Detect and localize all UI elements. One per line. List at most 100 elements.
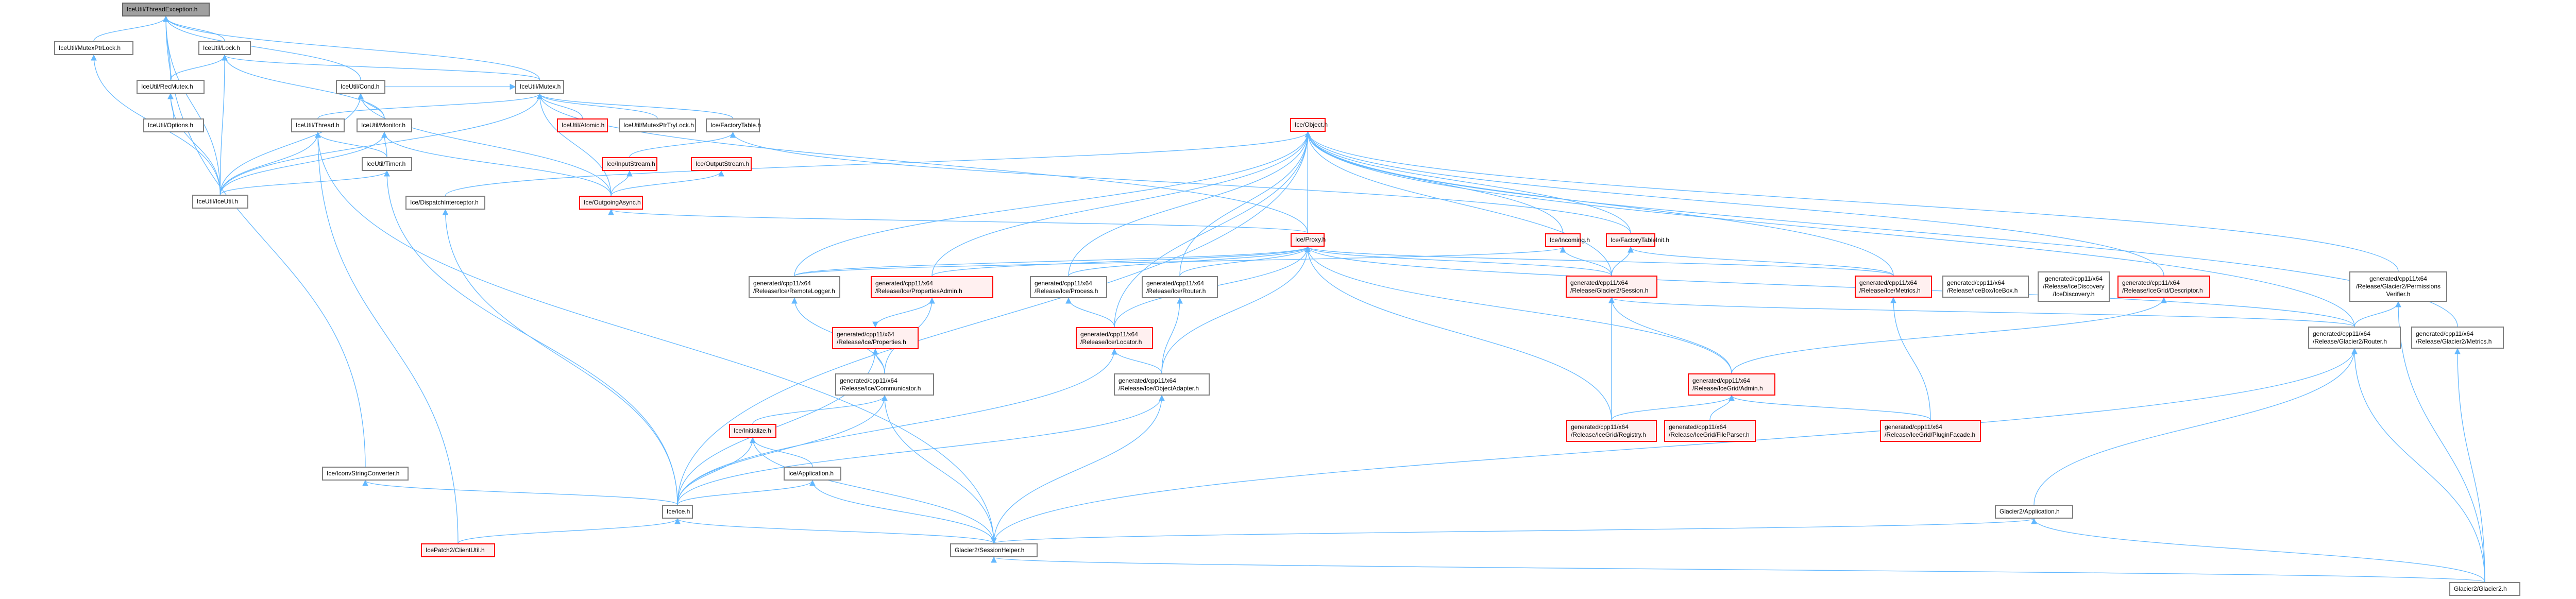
- node-label-line: generated/cpp11/x64: [1669, 423, 1726, 431]
- node-locator[interactable]: generated/cpp11/x64/Release/Ice/Locator.…: [1076, 327, 1153, 349]
- node-mutex[interactable]: IceUtil/Mutex.h: [515, 80, 564, 94]
- node-threadexception[interactable]: IceUtil/ThreadException.h: [122, 3, 210, 16]
- node-label-line: generated/cpp11/x64: [1146, 279, 1204, 287]
- node-initialize[interactable]: Ice/Initialize.h: [729, 424, 776, 438]
- node-object[interactable]: Ice/Object.h: [1290, 118, 1328, 132]
- edge-incoming-to-object: [1304, 131, 1564, 234]
- node-g2session[interactable]: generated/cpp11/x64/Release/Glacier2/Ses…: [1566, 276, 1657, 298]
- edge-monitor-to-lock: [222, 54, 385, 119]
- node-label-line: /Release/Ice/Metrics.h: [1859, 286, 1921, 294]
- node-inputstream[interactable]: Ice/InputStream.h: [602, 157, 657, 171]
- edge-g2router-to-permverifier: [2354, 301, 2401, 327]
- node-recmutex[interactable]: IceUtil/RecMutex.h: [137, 80, 205, 94]
- node-cond[interactable]: IceUtil/Cond.h: [336, 80, 385, 94]
- edge-sessionhelper-to-thread: [315, 131, 994, 544]
- node-icediscovery[interactable]: generated/cpp11/x64/Release/IceDiscovery…: [2038, 271, 2110, 302]
- node-registry[interactable]: generated/cpp11/x64/Release/IceGrid/Regi…: [1566, 420, 1657, 442]
- edge-propertiesadmin-to-properties: [872, 298, 933, 328]
- node-label-line: generated/cpp11/x64: [2045, 275, 2103, 282]
- node-g2router[interactable]: generated/cpp11/x64/Release/Glacier2/Rou…: [2308, 327, 2401, 349]
- node-label-line: generated/cpp11/x64: [1118, 376, 1176, 384]
- node-options[interactable]: IceUtil/Options.h: [143, 118, 204, 132]
- node-label-line: /Release/Glacier2/Metrics.h: [2416, 337, 2492, 345]
- edge-g2session-to-incoming: [1560, 246, 1612, 276]
- edge-iconv-to-threadexception: [163, 15, 366, 467]
- node-label-line: Ice/Proxy.h: [1295, 236, 1326, 243]
- node-icemetrics[interactable]: generated/cpp11/x64/Release/Ice/Metrics.…: [1855, 276, 1932, 298]
- node-communicator[interactable]: generated/cpp11/x64/Release/Ice/Communic…: [835, 373, 934, 396]
- node-router[interactable]: generated/cpp11/x64/Release/Ice/Router.h: [1142, 276, 1218, 298]
- node-factorytable[interactable]: Ice/FactoryTable.h: [706, 118, 761, 132]
- node-objectadapter[interactable]: generated/cpp11/x64/Release/Ice/ObjectAd…: [1114, 373, 1210, 396]
- node-dispatchinterceptor[interactable]: Ice/DispatchInterceptor.h: [405, 196, 485, 210]
- edge-objectadapter-to-router: [1161, 297, 1183, 374]
- node-outputstream[interactable]: Ice/OutputStream.h: [691, 157, 752, 171]
- node-proxy[interactable]: Ice/Proxy.h: [1291, 233, 1326, 247]
- node-lock[interactable]: IceUtil/Lock.h: [198, 41, 251, 55]
- node-glacier2[interactable]: Glacier2/Glacier2.h: [2449, 582, 2520, 596]
- node-label-line: /Release/IceBox/IceBox.h: [1947, 286, 2018, 294]
- node-monitor[interactable]: IceUtil/Monitor.h: [357, 118, 412, 132]
- node-iceutil[interactable]: IceUtil/IceUtil.h: [192, 195, 248, 209]
- node-label-line: Ice/OutgoingAsync.h: [584, 199, 641, 206]
- edge-glacier2-to-g2router: [2351, 348, 2485, 583]
- node-label-line: IceUtil/RecMutex.h: [141, 83, 193, 90]
- edge-options-to-recmutex: [167, 93, 174, 119]
- edge-g2router-to-object: [1304, 131, 2355, 327]
- node-factorytableinit[interactable]: Ice/FactoryTableInit.h: [1606, 233, 1670, 247]
- node-label-line: /IceDiscovery.h: [2053, 290, 2095, 298]
- node-mutexptrlock[interactable]: IceUtil/MutexPtrLock.h: [54, 41, 133, 55]
- node-incoming[interactable]: Ice/Incoming.h: [1545, 233, 1590, 247]
- node-label-line: /Release/Glacier2/Router.h: [2313, 337, 2387, 345]
- node-label-line: IceUtil/Timer.h: [366, 160, 406, 167]
- edge-g2session-to-object: [1304, 131, 1612, 276]
- edge-g2router-to-proxy: [1304, 246, 2355, 327]
- node-application[interactable]: Ice/Application.h: [784, 467, 841, 481]
- edge-recmutex-to-lock: [170, 54, 228, 80]
- node-outgoingasync[interactable]: Ice/OutgoingAsync.h: [579, 196, 643, 210]
- node-label-line: IceUtil/Monitor.h: [361, 122, 406, 129]
- node-mutexptrtrylock[interactable]: IceUtil/MutexPtrTryLock.h: [619, 118, 696, 132]
- edge-router-to-proxy: [1179, 246, 1311, 277]
- node-g2metrics[interactable]: generated/cpp11/x64/Release/Glacier2/Met…: [2411, 327, 2504, 349]
- node-label-line: Glacier2/Glacier2.h: [2454, 585, 2507, 592]
- edge-thread-to-mutex: [317, 93, 543, 119]
- node-label-line: Ice/OutputStream.h: [696, 160, 750, 167]
- node-gridadmin[interactable]: generated/cpp11/x64/Release/IceGrid/Admi…: [1688, 373, 1775, 396]
- node-permverifier[interactable]: generated/cpp11/x64/Release/Glacier2/Per…: [2349, 271, 2447, 302]
- node-clientutil[interactable]: IcePatch2/ClientUtil.h: [421, 543, 495, 557]
- node-label-line: IceUtil/MutexPtrLock.h: [59, 44, 121, 52]
- node-label-line: /Release/IceGrid/Registry.h: [1571, 431, 1646, 438]
- node-fileparser[interactable]: generated/cpp11/x64/Release/IceGrid/File…: [1664, 420, 1756, 442]
- node-remotelogger[interactable]: generated/cpp11/x64/Release/Ice/RemoteLo…: [749, 276, 840, 298]
- node-thread[interactable]: IceUtil/Thread.h: [291, 118, 345, 132]
- edge-process-to-object: [1068, 131, 1311, 277]
- node-label-line: generated/cpp11/x64: [840, 376, 897, 384]
- edge-iceh-to-application: [677, 480, 816, 505]
- edge-gridadmin-to-proxy: [1304, 246, 1732, 374]
- edge-sessionhelper-to-communicator: [882, 395, 994, 544]
- node-iconv[interactable]: Ice/IconvStringConverter.h: [322, 467, 409, 481]
- node-icebox[interactable]: generated/cpp11/x64/Release/IceBox/IceBo…: [1942, 276, 2029, 298]
- edge-mutexptrtrylock-to-mutex: [536, 93, 658, 119]
- node-sessionhelper[interactable]: Glacier2/SessionHelper.h: [950, 543, 1038, 557]
- node-pluginfacade[interactable]: generated/cpp11/x64/Release/IceGrid/Plug…: [1880, 420, 1981, 442]
- node-label-line: Ice/Application.h: [788, 470, 834, 477]
- node-label-line: Ice/FactoryTableInit.h: [1611, 236, 1670, 244]
- node-label-line: Ice/Object.h: [1295, 121, 1328, 128]
- node-g2application[interactable]: Glacier2/Application.h: [1995, 505, 2073, 519]
- node-properties[interactable]: generated/cpp11/x64/Release/Ice/Properti…: [832, 327, 919, 349]
- node-label-line: IceUtil/Lock.h: [203, 44, 241, 52]
- node-timer[interactable]: IceUtil/Timer.h: [362, 157, 412, 171]
- node-process[interactable]: generated/cpp11/x64/Release/Ice/Process.…: [1030, 276, 1107, 298]
- node-label-line: IceUtil/Thread.h: [296, 122, 340, 129]
- edge-propertiesadmin-to-proxy: [931, 246, 1311, 277]
- node-propertiesadmin[interactable]: generated/cpp11/x64/Release/Ice/Properti…: [871, 276, 993, 298]
- edge-iceh-to-locator: [677, 348, 1117, 505]
- edge-sessionhelper-to-initialize: [750, 437, 994, 544]
- node-descriptor[interactable]: generated/cpp11/x64/Release/IceGrid/Desc…: [2117, 276, 2210, 298]
- node-iceh[interactable]: Ice/Ice.h: [662, 505, 693, 519]
- edge-application-to-initialize: [750, 437, 813, 467]
- edge-mutex-to-threadexception: [163, 15, 540, 80]
- node-atomic[interactable]: IceUtil/Atomic.h: [557, 118, 608, 132]
